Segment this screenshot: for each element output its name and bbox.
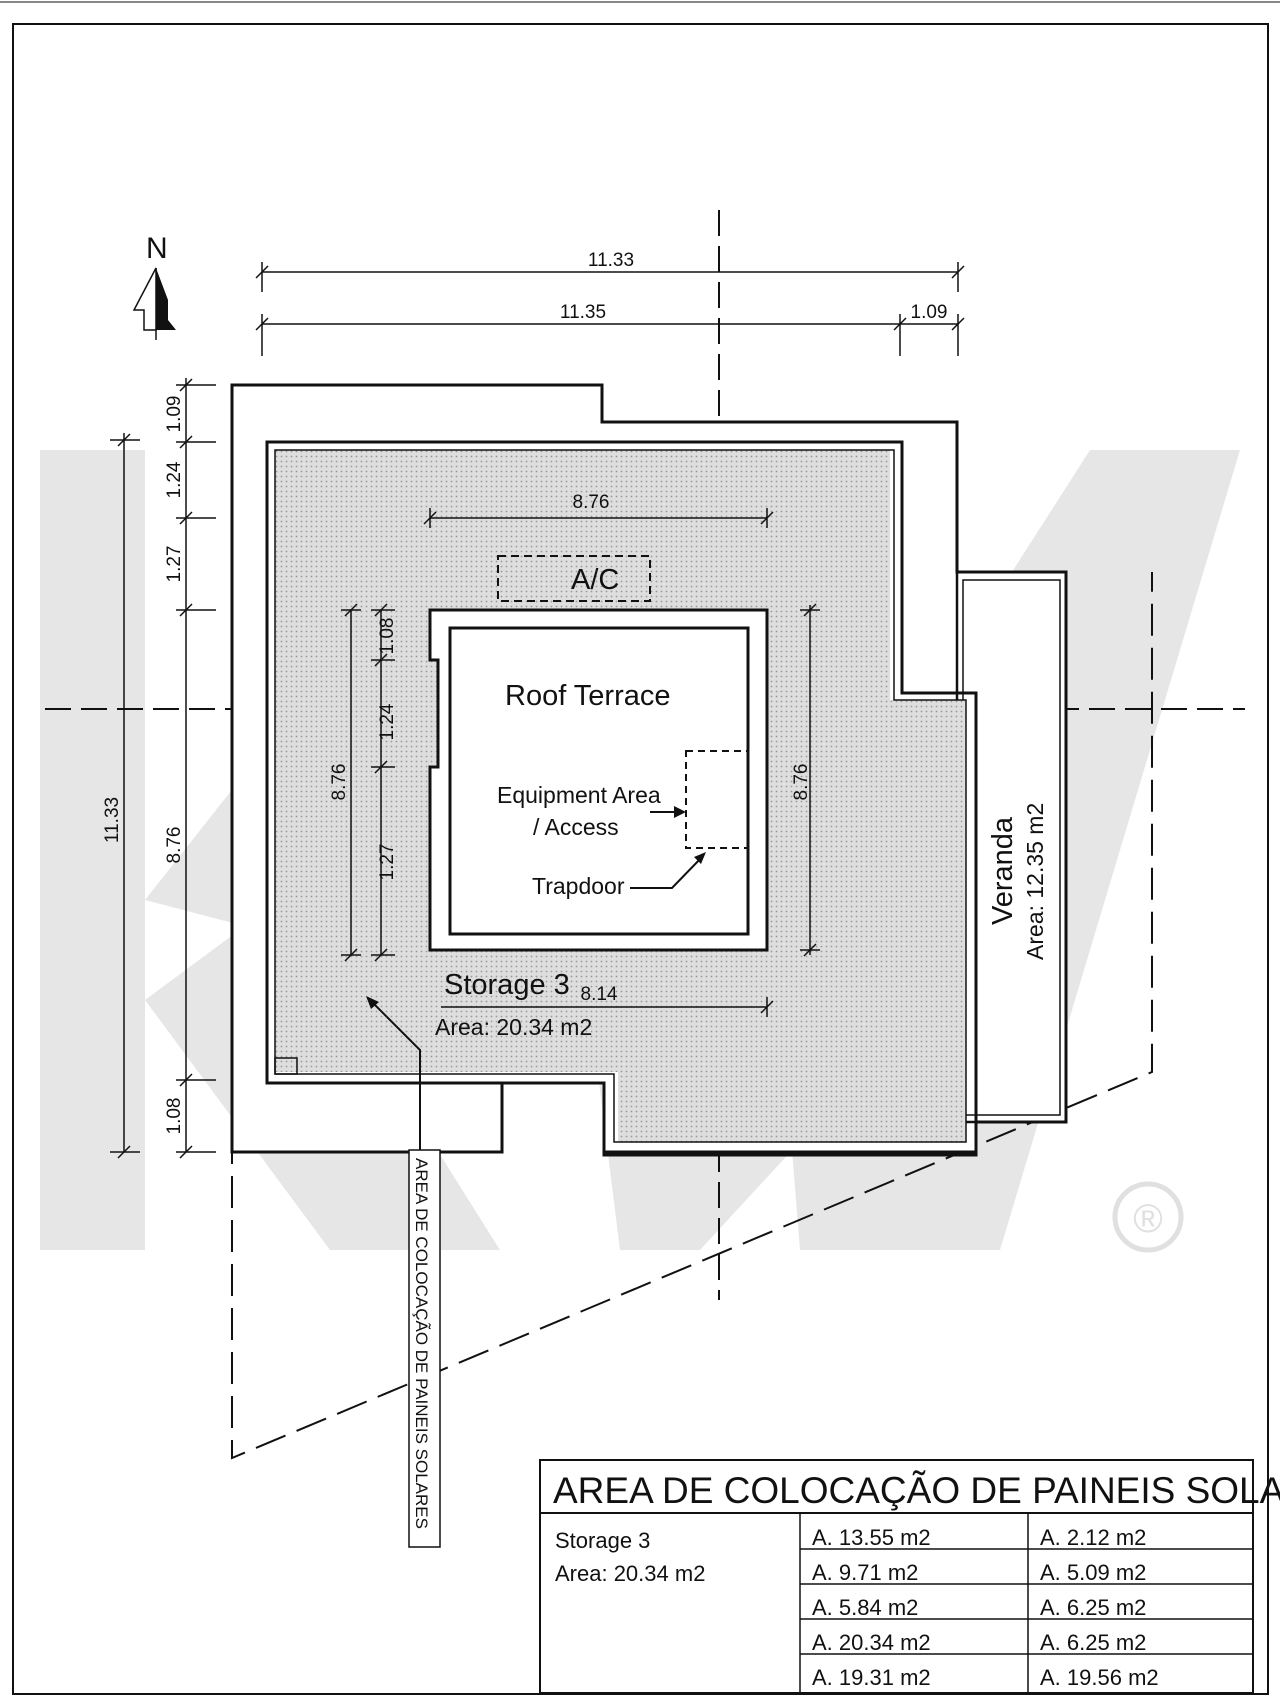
dim-left-seg4-label: 8.76 xyxy=(164,827,185,864)
table-cell-a2: A. 9.71 m2 xyxy=(812,1560,918,1585)
dim-top-overall xyxy=(255,262,965,292)
north-arrow: N xyxy=(132,232,176,340)
table-cell-b5: A. 19.56 m2 xyxy=(1040,1665,1159,1690)
solar-vertical-label: AREA DE COLOCAÇÃO DE PAINEIS SOLARES xyxy=(412,1158,431,1529)
table-cell-a4: A. 20.34 m2 xyxy=(812,1630,931,1655)
roof-terrace-inner xyxy=(448,626,750,936)
dim-bottom-width xyxy=(441,997,774,1017)
dim-inner-width xyxy=(423,508,774,528)
trapdoor-arrowhead xyxy=(694,852,706,864)
table-cell-a5: A. 19.31 m2 xyxy=(812,1665,931,1690)
table-cell-a3: A. 5.84 m2 xyxy=(812,1595,918,1620)
table-cell-b2: A. 5.09 m2 xyxy=(1040,1560,1146,1585)
storage-wall-inner xyxy=(274,449,967,1143)
dim-inner-right xyxy=(800,603,820,957)
table-storage-area: Area: 20.34 m2 xyxy=(555,1561,705,1586)
storage-wall-outer xyxy=(265,440,978,1154)
dim-inner-seg3-label: 1.27 xyxy=(377,844,398,881)
dim-top-right-label: 1.09 xyxy=(911,302,948,323)
dim-top-main xyxy=(255,314,965,356)
dim-inner-left-label: 8.76 xyxy=(329,764,350,801)
table-title: AREA DE COLOCAÇÃO DE PAINEIS SOLARES xyxy=(553,1470,1280,1511)
dim-left-seg2-label: 1.24 xyxy=(164,461,185,498)
lot-boundary xyxy=(231,572,1153,1460)
dim-inner-width-label: 8.76 xyxy=(573,492,610,513)
ac-label: A/C xyxy=(571,564,619,596)
area-table xyxy=(539,1459,1254,1694)
equipment-access-box xyxy=(685,750,749,849)
roof-terrace-label: Roof Terrace xyxy=(505,680,671,712)
dim-left-seg3-label: 1.27 xyxy=(164,546,185,583)
dim-left-chain xyxy=(176,378,216,1159)
dim-left-overall xyxy=(110,433,140,1159)
trapdoor-label: Trapdoor xyxy=(532,873,625,899)
veranda-label: Veranda xyxy=(987,816,1019,925)
dim-inner-seg2-label: 1.24 xyxy=(377,703,398,740)
north-label: N xyxy=(146,232,168,265)
solar-vertical-label-box xyxy=(408,1149,441,1548)
dim-top-main-label: 11.35 xyxy=(560,302,606,323)
dim-left-seg1-label: 1.09 xyxy=(164,396,185,433)
table-cell-b1: A. 2.12 m2 xyxy=(1040,1525,1146,1550)
dim-left-overall-label: 11.33 xyxy=(102,797,123,843)
corner-mark xyxy=(274,1057,298,1075)
dim-inner-seg1-label: 1.08 xyxy=(377,618,398,655)
veranda-area-label: Area: 12.35 m2 xyxy=(1022,803,1048,960)
equipment-label-line1: Equipment Area xyxy=(497,782,661,808)
dim-inner-right-label: 8.76 xyxy=(791,764,812,801)
equipment-label-line2: / Access xyxy=(533,814,619,840)
roof-terrace-outer xyxy=(428,608,769,952)
table-storage-name: Storage 3 xyxy=(555,1528,650,1553)
table-cell-a1: A. 13.55 m2 xyxy=(812,1525,931,1550)
registered-mark: ® xyxy=(1133,1197,1162,1241)
table-cell-b4: A. 6.25 m2 xyxy=(1040,1630,1146,1655)
dim-inner-chain xyxy=(371,603,395,962)
dim-left-seg5-label: 1.08 xyxy=(164,1098,185,1135)
dim-bottom-width-label: 8.14 xyxy=(581,984,618,1005)
trapdoor-leader xyxy=(630,855,704,889)
storage-label: Storage 3 xyxy=(444,969,570,1001)
table-cell-b3: A. 6.25 m2 xyxy=(1040,1595,1146,1620)
equipment-arrowhead xyxy=(674,806,686,818)
dim-top-overall-label: 11.33 xyxy=(588,250,634,271)
ac-unit-box xyxy=(497,555,651,602)
solar-leader-arrowhead xyxy=(366,996,379,1009)
dim-inner-left xyxy=(341,603,361,962)
storage-area-label: Area: 20.34 m2 xyxy=(435,1014,592,1040)
